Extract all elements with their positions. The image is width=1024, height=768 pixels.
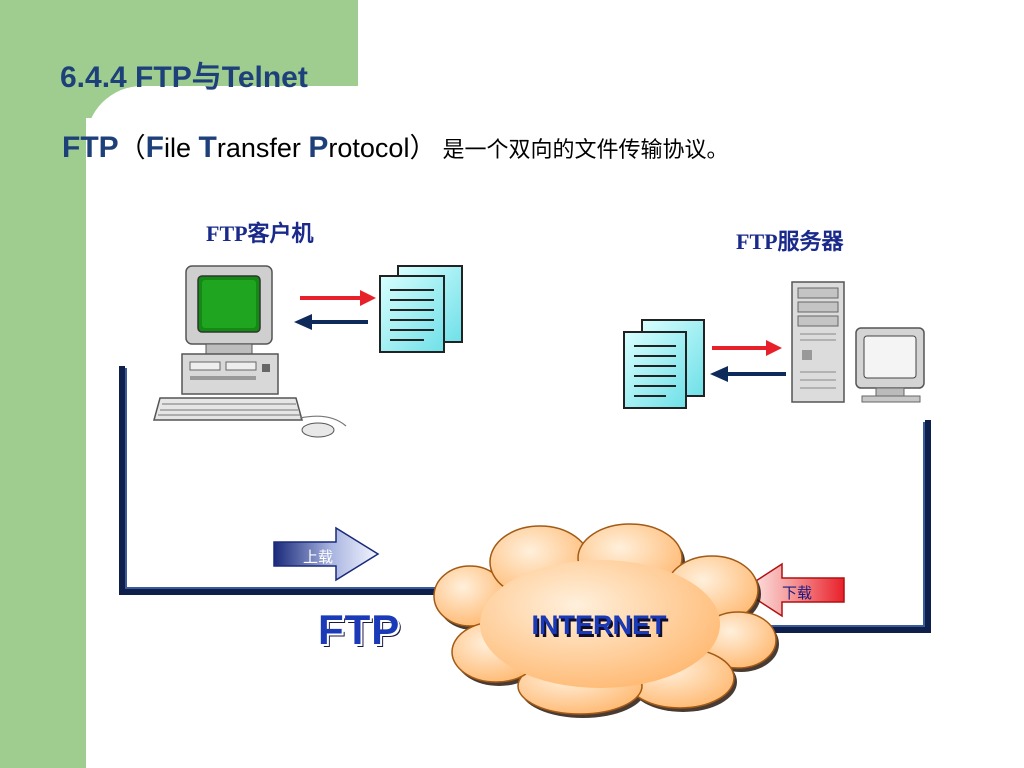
client-computer-icon [153,265,347,438]
internet-cloud: INTERNET INTERNET [433,523,779,718]
server-transfer-arrows [710,340,786,382]
subtitle-close-paren: ） [409,133,437,163]
slide-heading: 6.4.4 FTP与Telnet [60,61,308,94]
green-sidebar [0,0,86,768]
client-transfer-arrows [294,290,376,330]
subtitle-word-ile: ile [164,133,199,163]
subtitle-cap-p: P [308,131,329,164]
subtitle-line: FTP（File Transfer Protocol）是一个双向的文件传输协议。 [62,126,728,165]
upload-label: 上载 [303,548,334,566]
subtitle-acronym: FTP [62,131,119,164]
download-arrow [740,562,845,618]
client-documents-icon [379,265,463,353]
subtitle-description: 是一个双向的文件传输协议。 [442,138,729,163]
download-label: 下载 [782,584,813,602]
server-label: FTP服务器 [736,229,844,254]
subtitle-cap-f: F [145,131,164,164]
connection-lines [119,366,931,633]
subtitle-open-paren: （ [118,133,146,163]
internet-label: INTERNET [532,610,668,640]
upload-arrow [273,526,380,582]
server-documents-icon [623,319,705,409]
ftp-big-label: FTP [318,606,401,653]
client-label: FTP客户机 [206,221,314,246]
internet-label-shadow: INTERNET [534,613,670,643]
subtitle-cap-t: T [198,131,217,164]
server-computer-icon [791,281,925,403]
subtitle-word-ransfer: ransfer [216,133,309,163]
subtitle-word-rotocol: rotocol [328,133,410,163]
